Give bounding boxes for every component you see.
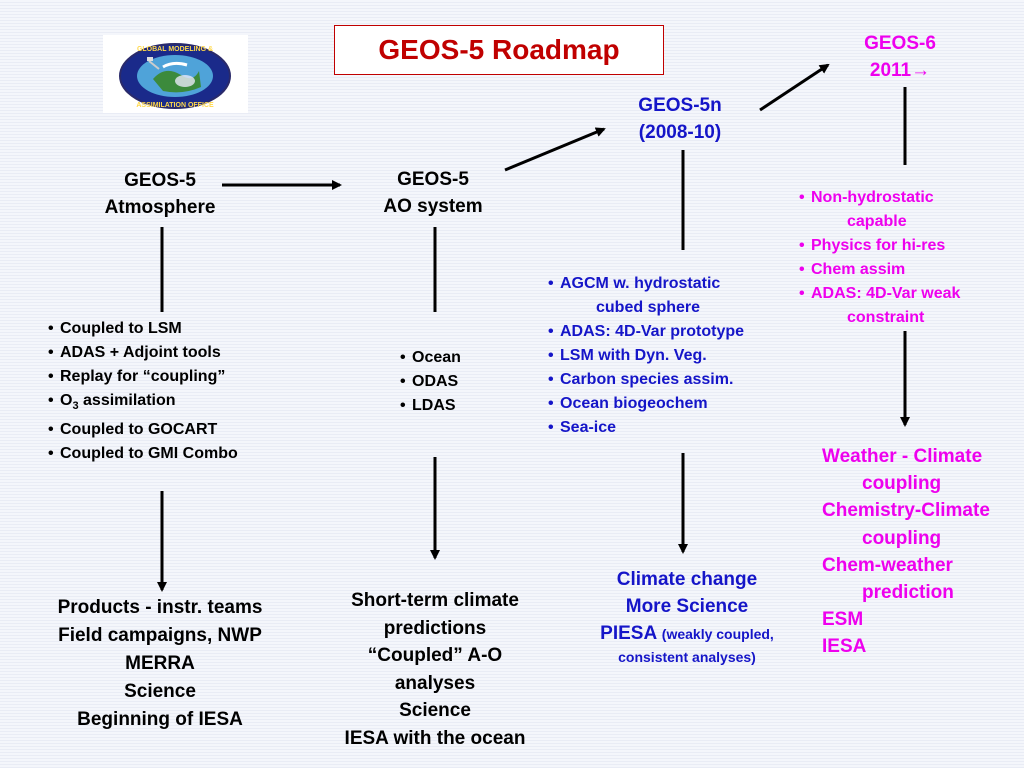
outcome-line: analyses: [394, 672, 476, 694]
outcome-line: More Science: [625, 596, 749, 617]
outcome-line: Field campaigns, NWP: [58, 625, 262, 646]
bullet-continuation: cubed sphere: [596, 299, 701, 316]
outcome-line: Climate change: [616, 569, 758, 590]
piesa-note: (weakly coupled,: [661, 626, 774, 642]
right-arrow-icon: →: [911, 60, 931, 81]
outcome-line: PIESA (weakly coupled,: [567, 620, 807, 648]
outcome-col2: Short-term climate predictions “Coupled”…: [305, 587, 565, 752]
node-geos5n-line1: GEOS-5n: [638, 95, 722, 116]
node-ao-line2: AO system: [383, 196, 483, 217]
outcome-line: coupling: [862, 527, 942, 549]
outcome-line: ESM: [822, 609, 864, 631]
list-item: ADAS + Adjoint tools: [48, 341, 238, 365]
outcome-line: IESA with the ocean: [344, 727, 526, 749]
outcome-line: MERRA: [125, 653, 195, 674]
node-geos5n: GEOS-5n (2008-10): [600, 92, 760, 146]
list-item: Physics for hi-res: [799, 234, 960, 258]
node-geos5-atmosphere: GEOS-5 Atmosphere: [80, 167, 240, 221]
outcome-line: Short-term climate: [351, 590, 519, 611]
node-atmos-line2: Atmosphere: [104, 197, 216, 218]
outcome-col1: Products - instr. teams Field campaigns,…: [10, 594, 310, 734]
node-geos6: GEOS-6 2011→: [830, 30, 970, 84]
list-item: Chem assim: [799, 258, 960, 282]
outcome-col3: Climate change More Science PIESA (weakl…: [567, 566, 807, 666]
o3-subscript: 3: [72, 400, 79, 413]
bullet-text: AGCM w. hydrostatic: [560, 275, 721, 292]
bullet-continuation: capable: [847, 213, 907, 230]
list-item: Ocean: [400, 346, 461, 370]
page-title: GEOS-5 Roadmap: [334, 25, 664, 75]
outcome-line: coupling: [862, 473, 942, 495]
bullets-col2: Ocean ODAS LDAS: [400, 346, 461, 418]
node-geos5-ao-system: GEOS-5 AO system: [353, 166, 513, 220]
outcome-line: Beginning of IESA: [77, 709, 243, 730]
bullet-continuation: constraint: [847, 309, 925, 326]
outcome-line: predictions: [383, 617, 487, 639]
list-item-o3: O3 assimilation: [48, 389, 238, 418]
node-geos6-line1: GEOS-6: [864, 33, 936, 54]
bullets-col4: Non-hydrostatic capable Physics for hi-re…: [799, 186, 960, 330]
node-atmos-line1: GEOS-5: [124, 170, 196, 191]
outcome-line: Chemistry-Climate: [822, 500, 990, 522]
node-geos6-year: 2011: [869, 60, 912, 81]
outcome-col4: Weather - Climate coupling Chemistry-Cli…: [822, 443, 1022, 661]
bullets-col3: AGCM w. hydrostatic cubed sphere ADAS: 4D…: [548, 272, 744, 440]
piesa-label: PIESA: [600, 623, 657, 644]
list-item: AGCM w. hydrostatic cubed sphere: [548, 272, 744, 320]
node-ao-line1: GEOS-5: [397, 169, 469, 190]
outcome-line: IESA: [822, 636, 867, 658]
list-item: LSM with Dyn. Veg.: [548, 344, 744, 368]
outcome-line: Chem-weather: [822, 554, 953, 576]
arrow-geos5n-to-geos6: [759, 63, 830, 112]
arrow-ao-to-geos5n: [504, 127, 606, 172]
gmao-logo: GLOBAL MODELING & ASSIMILATION OFFICE: [103, 35, 248, 113]
bullet-text: ADAS: 4D-Var weak: [811, 285, 961, 302]
o3-symbol: O: [60, 392, 73, 409]
logo-emblem: GLOBAL MODELING & ASSIMILATION OFFICE: [119, 43, 231, 109]
outcome-line: Weather - Climate: [822, 446, 983, 467]
outcome-line: Science: [399, 700, 471, 721]
list-item: Coupled to GMI Combo: [48, 442, 238, 466]
svg-text:GLOBAL MODELING &: GLOBAL MODELING &: [137, 46, 213, 53]
list-item: Non-hydrostatic capable: [799, 186, 960, 234]
list-item: ADAS: 4D-Var prototype: [548, 320, 744, 344]
bullet-text: Non-hydrostatic: [811, 189, 934, 206]
bullets-col1: Coupled to LSM ADAS + Adjoint tools Repl…: [48, 317, 238, 466]
list-item: Ocean biogeochem: [548, 392, 744, 416]
list-item: Coupled to LSM: [48, 317, 238, 341]
list-item: Coupled to GOCART: [48, 418, 238, 442]
outcome-line: Products - instr. teams: [57, 597, 263, 618]
list-item: ODAS: [400, 370, 461, 394]
outcome-line: Science: [124, 681, 196, 702]
outcome-line: “Coupled” A-O: [367, 645, 503, 666]
list-item: Replay for “coupling”: [48, 365, 238, 389]
node-geos6-line2: 2011→: [830, 57, 970, 84]
list-item: Sea-ice: [548, 416, 744, 440]
list-item: LDAS: [400, 394, 461, 418]
outcome-line: prediction: [862, 582, 954, 604]
list-item: Carbon species assim.: [548, 368, 744, 392]
node-geos5n-line2: (2008-10): [638, 122, 722, 143]
outcome-line: consistent analyses): [618, 649, 756, 665]
list-item: ADAS: 4D-Var weak constraint: [799, 282, 960, 330]
svg-text:ASSIMILATION OFFICE: ASSIMILATION OFFICE: [136, 102, 214, 109]
o3-text: assimilation: [83, 392, 176, 409]
